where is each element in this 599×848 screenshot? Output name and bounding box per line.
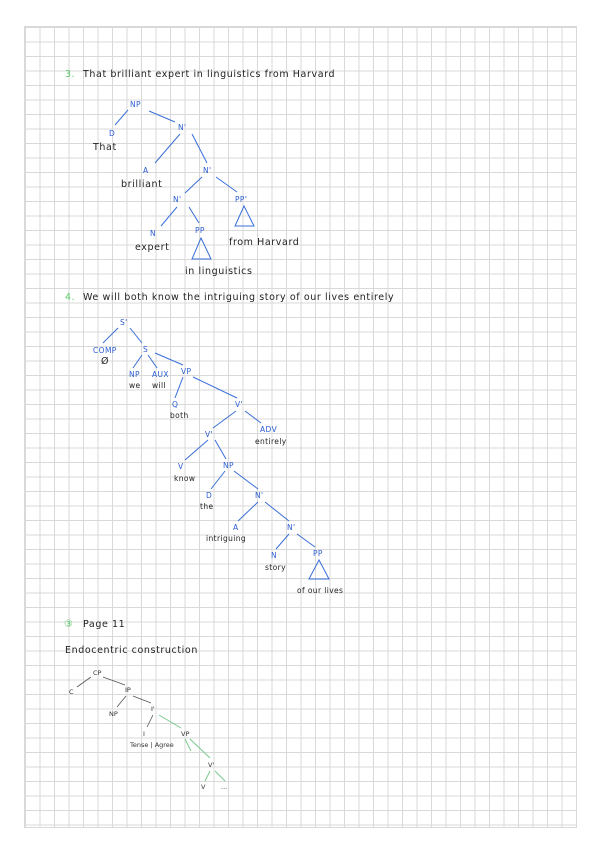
node-v-bar-1: V' bbox=[235, 400, 243, 409]
phrase-in-linguistics: in linguistics bbox=[185, 266, 253, 277]
tree-section-3: NP D That N' A brilliant N' N' PP' N exp… bbox=[92, 100, 299, 277]
node-d: D bbox=[206, 491, 212, 500]
circled-3: ③ bbox=[64, 619, 74, 630]
node-pp-bar: PP' bbox=[235, 195, 247, 204]
node-v: V bbox=[201, 783, 206, 791]
word-entirely: entirely bbox=[255, 437, 287, 446]
node-i-bar: I' bbox=[151, 705, 155, 713]
node-s: S bbox=[143, 345, 148, 354]
node-ip: IP bbox=[125, 686, 131, 694]
node-dots: ... bbox=[221, 783, 227, 791]
section-4-number: 4. bbox=[65, 292, 75, 303]
node-vp: VP bbox=[181, 367, 192, 376]
node-s-bar: S' bbox=[120, 318, 128, 327]
node-d: D bbox=[109, 129, 115, 138]
node-np: NP bbox=[129, 370, 140, 379]
word-intriguing: intriguing bbox=[206, 534, 246, 543]
node-a: A bbox=[143, 166, 149, 175]
node-v-bar-2: V' bbox=[205, 430, 213, 439]
node-cp: CP bbox=[93, 669, 102, 677]
node-n-bar-1: N' bbox=[255, 491, 263, 500]
word-null: Ø bbox=[101, 356, 109, 367]
node-adv: ADV bbox=[260, 425, 278, 434]
tree-section-5: CP C IP NP I' I Tense | Agree VP V' V ..… bbox=[69, 669, 227, 791]
node-np-2: NP bbox=[223, 461, 234, 470]
node-n: N bbox=[271, 551, 277, 560]
node-v: V bbox=[178, 462, 184, 471]
word-both: both bbox=[170, 411, 189, 420]
section-3-sentence: That brilliant expert in linguistics fro… bbox=[82, 69, 335, 80]
node-n: N bbox=[150, 229, 156, 238]
node-n-bar-2: N' bbox=[203, 166, 211, 175]
page-reference: Page 11 bbox=[83, 619, 125, 630]
handwritten-notes: 3. That brilliant expert in linguistics … bbox=[64, 69, 394, 791]
node-np: NP bbox=[130, 100, 141, 109]
node-v-bar: V' bbox=[208, 761, 214, 769]
node-pp: PP bbox=[195, 226, 205, 235]
node-a: A bbox=[233, 523, 239, 532]
word-story: story bbox=[265, 563, 286, 572]
node-pp: PP bbox=[313, 549, 323, 558]
word-that: That bbox=[92, 142, 117, 153]
i-features: Tense | Agree bbox=[129, 741, 174, 749]
phrase-of-our-lives: of our lives bbox=[297, 586, 343, 595]
word-brilliant: brilliant bbox=[121, 179, 162, 190]
word-we: we bbox=[129, 381, 141, 390]
node-vp: VP bbox=[181, 730, 189, 738]
section-3-number: 3. bbox=[65, 69, 75, 80]
node-q: Q bbox=[172, 400, 178, 409]
phrase-from-harvard: from Harvard bbox=[229, 237, 299, 248]
node-n-bar-1: N' bbox=[178, 123, 186, 132]
word-expert: expert bbox=[135, 242, 169, 253]
node-n-bar-2: N' bbox=[287, 523, 295, 532]
node-np: NP bbox=[109, 710, 118, 718]
section-5-heading: Endocentric construction bbox=[65, 645, 198, 656]
triangle-pp bbox=[191, 236, 212, 260]
node-n-bar-3: N' bbox=[173, 195, 181, 204]
word-will: will bbox=[152, 381, 166, 390]
tree-section-4: S' COMP Ø S NP we AUX will VP Q both V' … bbox=[93, 318, 343, 595]
node-comp: COMP bbox=[93, 346, 117, 355]
notebook-page: 3. That brilliant expert in linguistics … bbox=[24, 26, 577, 828]
section-4-sentence: We will both know the intriguing story o… bbox=[83, 292, 394, 303]
node-c: C bbox=[69, 688, 74, 696]
node-aux: AUX bbox=[152, 370, 169, 379]
triangle-pp bbox=[308, 558, 330, 580]
word-know: know bbox=[174, 474, 195, 483]
triangle-pp-bar bbox=[234, 204, 255, 227]
section-5-header: ③ Page 11 Endocentric construction bbox=[64, 619, 198, 656]
node-i: I bbox=[143, 730, 145, 738]
word-the: the bbox=[200, 502, 214, 511]
